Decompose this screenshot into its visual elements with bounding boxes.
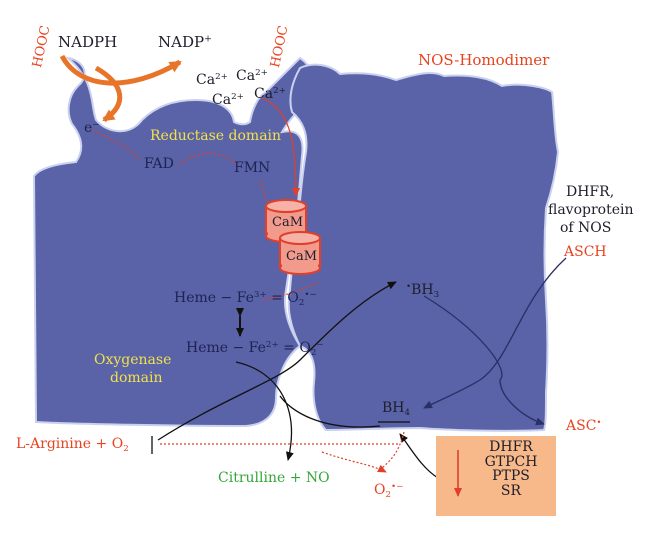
cam-heme-link — [261, 281, 319, 301]
dhfr-label-line2: flavoprotein — [548, 202, 634, 218]
ca-ion-1: Ca2+ — [196, 72, 228, 88]
electron-donation-arrow — [94, 65, 123, 123]
cam-lower-label: CaM — [286, 249, 318, 264]
arginine-to-bh3-arrow — [157, 281, 397, 441]
asch-to-bh4-arrow — [423, 257, 567, 409]
right-monomer-shape — [287, 63, 560, 432]
asch-label: ASCH — [564, 244, 607, 260]
bh4-consumption-line — [279, 395, 381, 428]
heme-fe3-label: Heme − Fe3+ = O2•− — [174, 289, 317, 309]
electron-charge: − — [92, 119, 100, 130]
ca-ion-2-base: Ca — [236, 68, 256, 84]
oxygenase-label-line2: domain — [110, 370, 163, 386]
nadph-oxidation-arrow — [59, 54, 182, 86]
heme-fe2-label: Heme − Fe2+ = O2− — [186, 339, 324, 359]
fmn-cam-link — [259, 179, 269, 207]
heme-fe3-radical: •− — [304, 289, 317, 300]
bh3-label: •BH3 — [406, 281, 440, 301]
dhfr-label-line3: of NOS — [560, 220, 612, 236]
ca-ion-2: Ca2+ — [236, 68, 268, 84]
ca-ion-1-charge: 2+ — [215, 71, 228, 82]
superoxide-label: O2•− — [374, 481, 404, 501]
fad-label: FAD — [144, 156, 174, 172]
dhfr-label-line1: DHFR, — [566, 184, 615, 200]
box-to-bh4-arrow — [399, 433, 439, 479]
ca-ion-4-charge: 2+ — [273, 85, 286, 96]
asc-text: ASC — [566, 418, 597, 434]
superoxide-sub: 2 — [385, 490, 392, 501]
nos-homodimer-label: NOS-Homodimer — [418, 51, 550, 69]
left-monomer-shape — [32, 56, 317, 428]
heme-fe2-text: Heme − Fe — [186, 340, 266, 356]
enzyme-dhfr: DHFR — [489, 439, 533, 455]
superoxide-dotted-arrow — [379, 431, 405, 471]
asc-label: ASC• — [566, 418, 602, 434]
enzyme-gtpch: GTPCH — [484, 453, 538, 470]
enzyme-sr: SR — [500, 483, 522, 500]
enzyme-box — [436, 436, 556, 516]
enzyme-ptps: PTPS — [492, 468, 530, 485]
nadp-label: NADP+ — [158, 33, 212, 51]
reductase-domain-label: Reductase domain — [150, 128, 282, 144]
ca-ion-1-base: Ca — [196, 72, 216, 88]
heme-fe2-radical: − — [316, 339, 324, 350]
superoxide-radical: •− — [391, 481, 404, 492]
ca-ion-4-base: Ca — [254, 86, 274, 102]
cam-upper-label: CaM — [272, 215, 304, 230]
larginine-label: L-Arginine + O2 — [16, 436, 129, 455]
oxygenase-label-line1: Oxygenase — [94, 352, 172, 368]
ca-ion-3-base: Ca — [212, 92, 232, 108]
bh4-sub: 4 — [404, 408, 411, 419]
nadph-label: NADPH — [58, 33, 118, 51]
calcium-binding-line — [261, 97, 300, 197]
larginine-text: L-Arginine + O — [16, 436, 124, 452]
ca-ion-4: Ca2+ — [254, 86, 286, 102]
heme-fe3-oxygen: = O — [266, 290, 299, 306]
electron-text: e — [84, 120, 93, 136]
ca-ion-3-charge: 2+ — [231, 91, 244, 102]
heme-fe2-charge: 2+ — [265, 339, 279, 350]
bh3-radical: • — [406, 281, 412, 292]
fmn-label: FMN — [234, 160, 271, 176]
larginine-sub: 2 — [123, 444, 129, 455]
enzyme-list: DHFR GTPCH PTPS SR — [476, 440, 546, 499]
bh4-label: BH4 — [382, 400, 411, 419]
heme-fe2-sub: 2 — [310, 348, 317, 359]
ca-ion-2-charge: 2+ — [255, 67, 268, 78]
heme-fe2-oxygen: = O — [278, 340, 311, 356]
superoxide-text: O — [374, 482, 386, 498]
cam-cylinder-lower — [279, 231, 321, 275]
superoxide-dotted-arrow-2 — [321, 451, 387, 473]
nadp-charge: + — [204, 33, 212, 45]
bh3-text: BH — [411, 282, 434, 298]
ca-ion-3: Ca2+ — [212, 92, 244, 108]
heme-fe3-text: Heme − Fe — [174, 290, 254, 306]
citrulline-label: Citrulline + NO — [218, 470, 330, 486]
heme-fe3-charge: 3+ — [253, 289, 267, 300]
electron-label: e− — [84, 120, 100, 136]
bh3-to-asc-arrow — [423, 295, 545, 426]
electron-path-fmn — [179, 153, 237, 165]
citrulline-arrow — [235, 361, 294, 461]
bh4-text: BH — [382, 400, 405, 416]
bh3-sub: 3 — [433, 290, 440, 301]
nadp-text: NADP — [158, 33, 205, 51]
asc-radical: • — [596, 417, 602, 428]
electron-path-fad — [91, 129, 141, 161]
heme-fe3-sub: 2 — [298, 298, 305, 309]
